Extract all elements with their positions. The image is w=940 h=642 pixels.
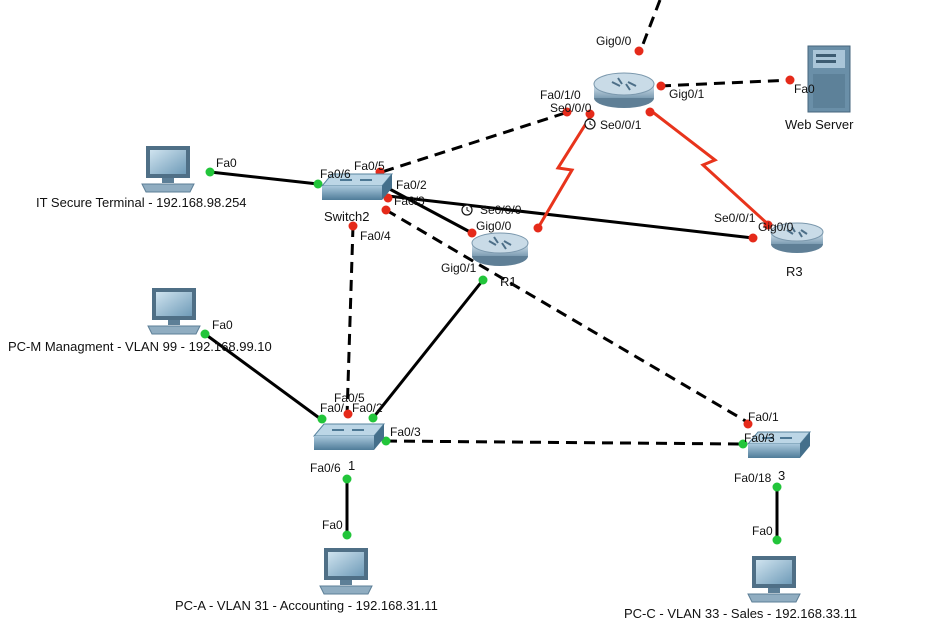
device-labels: R1 R3 Switch2 1 3 Web Server IT Secure T… bbox=[8, 117, 857, 621]
pc-it-terminal-icon[interactable] bbox=[141, 146, 195, 193]
port-label: Fa0 bbox=[212, 318, 233, 332]
port-dot bbox=[772, 482, 782, 492]
pc-c-icon[interactable] bbox=[747, 556, 801, 603]
device-label-web-server: Web Server bbox=[785, 117, 854, 132]
port-dot bbox=[785, 75, 795, 85]
port-label: Fa0/1 bbox=[748, 410, 779, 424]
link-r1-s1[interactable] bbox=[371, 279, 485, 419]
port-label: Se0/0/0 bbox=[550, 101, 592, 115]
port-dot bbox=[348, 221, 358, 231]
link-serial-top-r3[interactable] bbox=[649, 108, 772, 228]
port-label: Fa0 bbox=[794, 82, 815, 96]
port-dot bbox=[772, 535, 782, 545]
port-label: Fa0/2 bbox=[396, 178, 427, 192]
port-dot bbox=[313, 179, 323, 189]
port-label: Fa0/6 bbox=[320, 167, 351, 181]
port-dot bbox=[585, 109, 595, 119]
device-label-s3: 3 bbox=[778, 468, 785, 483]
port-label: Gig0/0 bbox=[596, 34, 632, 48]
port-dot bbox=[368, 413, 378, 423]
port-label: Se0/0/1 bbox=[714, 211, 756, 225]
port-dot bbox=[656, 81, 666, 91]
port-label: Fa0/3 bbox=[394, 194, 425, 208]
port-dot bbox=[317, 414, 327, 424]
links bbox=[204, 0, 793, 540]
router-icon[interactable] bbox=[593, 72, 655, 108]
device-label-pc-c: PC-C - VLAN 33 - Sales - 192.168.33.11 bbox=[624, 606, 857, 621]
clock-icon bbox=[461, 204, 473, 216]
port-label: Fa0/ bbox=[320, 401, 345, 415]
port-dot bbox=[478, 275, 488, 285]
port-label: Se0/0/0 bbox=[480, 203, 522, 217]
server-icon[interactable] bbox=[807, 45, 851, 113]
port-dot bbox=[342, 530, 352, 540]
port-dot bbox=[342, 474, 352, 484]
pc-m-icon[interactable] bbox=[147, 288, 201, 335]
device-label-switch2: Switch2 bbox=[324, 209, 370, 224]
port-dot bbox=[467, 228, 477, 238]
port-label: Fa0/2 bbox=[352, 401, 383, 415]
port-dot bbox=[645, 107, 655, 117]
link-switch2-s1[interactable] bbox=[345, 225, 355, 417]
switch-s1-icon[interactable] bbox=[312, 423, 386, 450]
port-dots bbox=[200, 46, 795, 545]
port-label: Gig0/1 bbox=[441, 261, 477, 275]
port-label: Gig0/0 bbox=[758, 220, 794, 234]
device-label-pc-a: PC-A - VLAN 31 - Accounting - 192.168.31… bbox=[175, 598, 438, 613]
port-dot bbox=[634, 46, 644, 56]
link-router-webserver[interactable] bbox=[659, 78, 793, 88]
port-dot bbox=[743, 419, 753, 429]
port-dot bbox=[343, 409, 353, 419]
port-dot bbox=[748, 233, 758, 243]
port-dot bbox=[205, 167, 215, 177]
clock-icon bbox=[584, 118, 596, 130]
router-r1-icon[interactable] bbox=[471, 232, 529, 266]
port-label: Fa0/6 bbox=[310, 461, 341, 475]
link-top-uplink[interactable] bbox=[638, 0, 662, 53]
router-r3-icon[interactable] bbox=[770, 222, 824, 253]
link-pcm-s1[interactable] bbox=[204, 332, 323, 422]
port-label: Fa0 bbox=[216, 156, 237, 170]
port-label: Gig0/1 bbox=[669, 87, 705, 101]
port-label: Fa0/4 bbox=[360, 229, 391, 243]
link-switch2-r1[interactable] bbox=[383, 184, 473, 235]
link-switch2-s3[interactable] bbox=[385, 208, 750, 425]
port-dot bbox=[381, 205, 391, 215]
port-label: Fa0 bbox=[322, 518, 343, 532]
port-dot bbox=[383, 193, 393, 203]
port-dot bbox=[738, 439, 748, 449]
port-label: Fa0/5 bbox=[334, 391, 365, 405]
port-dot bbox=[533, 223, 543, 233]
device-label-r3: R3 bbox=[786, 264, 803, 279]
link-serial-top-r1[interactable] bbox=[536, 113, 594, 229]
link-router-switch2[interactable] bbox=[381, 111, 566, 174]
link-it-terminal-switch2[interactable] bbox=[209, 170, 319, 186]
port-dot bbox=[763, 220, 773, 230]
port-dot bbox=[200, 329, 210, 339]
switch2-icon[interactable] bbox=[320, 173, 394, 200]
device-label-pc-m: PC-M Managment - VLAN 99 - 192.168.99.10 bbox=[8, 339, 272, 354]
switch-s3-icon[interactable] bbox=[746, 431, 812, 458]
link-r1-r3[interactable] bbox=[387, 194, 754, 240]
port-dot bbox=[381, 436, 391, 446]
port-label: Fa0/3 bbox=[390, 425, 421, 439]
port-label: Se0/0/1 bbox=[600, 118, 642, 132]
port-label: Fa0/18 bbox=[734, 471, 772, 485]
pc-a-icon[interactable] bbox=[319, 548, 373, 595]
port-label: Gig0/0 bbox=[476, 219, 512, 233]
port-label: Fa0/3 bbox=[744, 431, 775, 445]
port-dot bbox=[562, 107, 572, 117]
port-labels: Gig0/0 Gig0/1 Fa0/1/0 Se0/0/0 Se0/0/1 Fa… bbox=[212, 34, 815, 538]
device-label-r1: R1 bbox=[500, 274, 517, 289]
port-label: Fa0 bbox=[752, 524, 773, 538]
port-label: Fa0/5 bbox=[354, 159, 385, 173]
port-label: Fa0/1/0 bbox=[540, 88, 581, 102]
device-label-s1: 1 bbox=[348, 458, 355, 473]
device-label-it-terminal: IT Secure Terminal - 192.168.98.254 bbox=[36, 195, 247, 210]
link-s1-s3[interactable] bbox=[385, 439, 744, 446]
